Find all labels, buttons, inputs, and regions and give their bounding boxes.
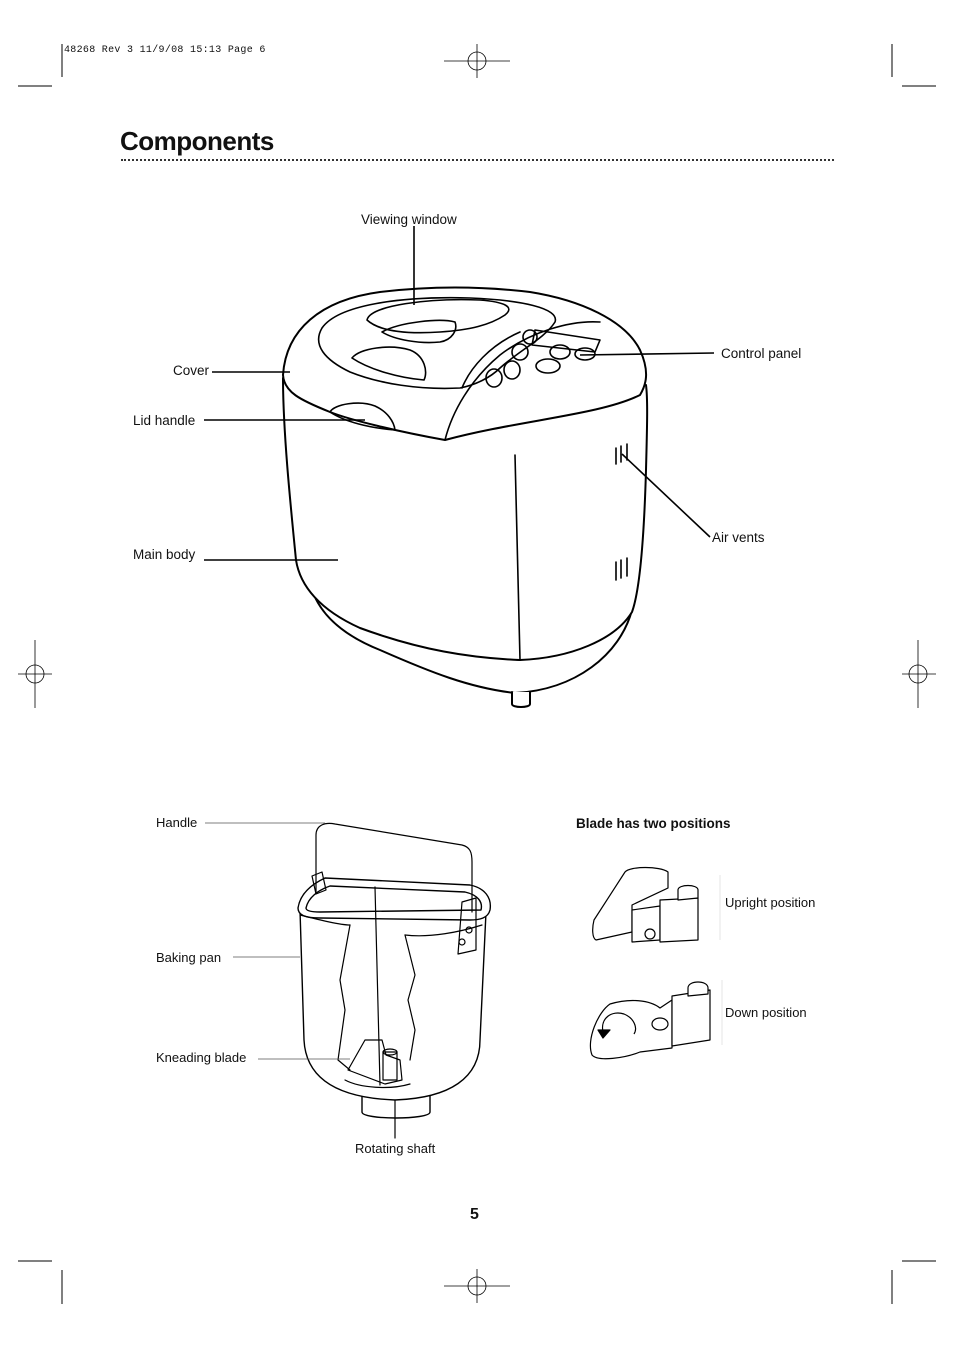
page-title: Components [120, 126, 274, 156]
label-baking-pan: Baking pan [156, 950, 222, 965]
print-slug: 48268 Rev 3 11/9/08 15:13 Page 6 [64, 45, 266, 56]
label-handle: Handle [156, 815, 198, 830]
blade-positions-heading: Blade has two positions [576, 816, 731, 831]
label-air-vents: Air vents [712, 530, 765, 545]
registration-mark-bottom [444, 1269, 510, 1303]
label-lid-handle: Lid handle [133, 413, 196, 428]
title-divider [121, 159, 834, 161]
label-upright-position: Upright position [725, 895, 816, 910]
label-down-position: Down position [725, 1005, 807, 1020]
registration-mark-top [444, 44, 510, 78]
page-number: 5 [470, 1206, 479, 1223]
label-control-panel: Control panel [721, 346, 802, 361]
registration-mark-right [902, 640, 936, 708]
label-main-body: Main body [133, 547, 196, 562]
label-viewing-window: Viewing window [361, 212, 457, 227]
label-kneading-blade: Kneading blade [156, 1050, 247, 1065]
blade-upright [592, 866, 699, 943]
label-rotating-shaft: Rotating shaft [355, 1141, 436, 1156]
blade-down [589, 981, 711, 1060]
label-cover: Cover [173, 363, 210, 378]
registration-mark-left [18, 640, 52, 708]
